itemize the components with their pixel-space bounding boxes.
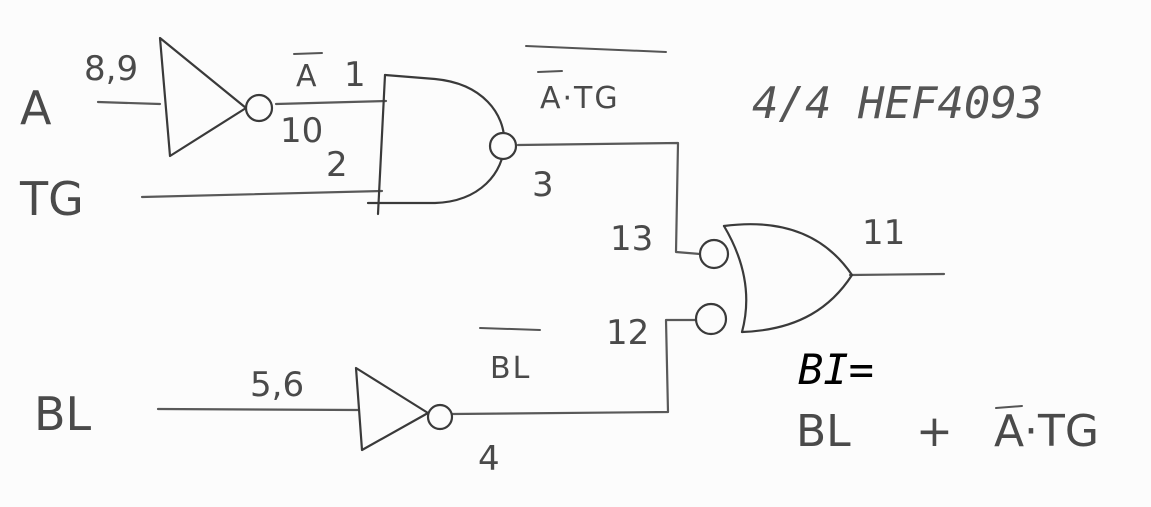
signal-a-not-and-tg-overline bbox=[525, 45, 667, 53]
wire-bl-input bbox=[156, 407, 360, 412]
signal-a-not-and-tg-inner-overline bbox=[537, 70, 563, 73]
input-a-label: A bbox=[20, 81, 52, 135]
output-expression-bl: BL bbox=[796, 406, 851, 457]
signal-bl-not-label: BL bbox=[490, 351, 531, 386]
pin-nand1-in2: 2 bbox=[326, 145, 348, 185]
pin-inv-bl-out: 4 bbox=[478, 439, 500, 479]
wire-tg-input bbox=[140, 189, 384, 199]
pin-inv-a-in: 8,9 bbox=[84, 49, 138, 89]
output-expression-rest: ·TG bbox=[1024, 406, 1099, 457]
wire-a-input bbox=[96, 100, 162, 106]
chip-label: 4/4 HEF4093 bbox=[752, 78, 1043, 129]
wire-a-not bbox=[274, 99, 388, 106]
pin-inv-bl-in: 5,6 bbox=[250, 365, 304, 405]
wire-output bbox=[848, 272, 946, 277]
signal-bl-not-overline bbox=[479, 327, 541, 331]
pin-nand2-out: 11 bbox=[862, 213, 905, 253]
nand-gate-2 bbox=[694, 223, 854, 336]
signal-a-not-label: A bbox=[296, 59, 319, 94]
pin-nand1-out: 3 bbox=[532, 165, 554, 205]
inverter-a-gate bbox=[158, 36, 274, 158]
inverter-bl-gate bbox=[354, 366, 454, 452]
signal-a-not-overline bbox=[293, 52, 323, 55]
wire-nand1-out bbox=[516, 141, 702, 256]
pin-nand2-in2: 12 bbox=[606, 313, 649, 353]
pin-nand1-in1: 1 bbox=[344, 55, 366, 95]
output-expression-plus: + bbox=[916, 406, 953, 457]
pin-nand2-in1: 13 bbox=[610, 219, 653, 259]
output-label: BI= bbox=[798, 345, 874, 394]
nand-gate-1 bbox=[366, 73, 518, 216]
input-bl-label: BL bbox=[34, 387, 92, 441]
output-expression-a: A bbox=[994, 406, 1024, 457]
output-expression-a-overline bbox=[995, 405, 1023, 409]
wire-bl-not bbox=[450, 318, 702, 416]
input-tg-label: TG bbox=[19, 172, 84, 226]
signal-a-not-and-tg-label: A·TG bbox=[540, 81, 620, 116]
pin-inv-a-out: 10 bbox=[280, 111, 323, 151]
